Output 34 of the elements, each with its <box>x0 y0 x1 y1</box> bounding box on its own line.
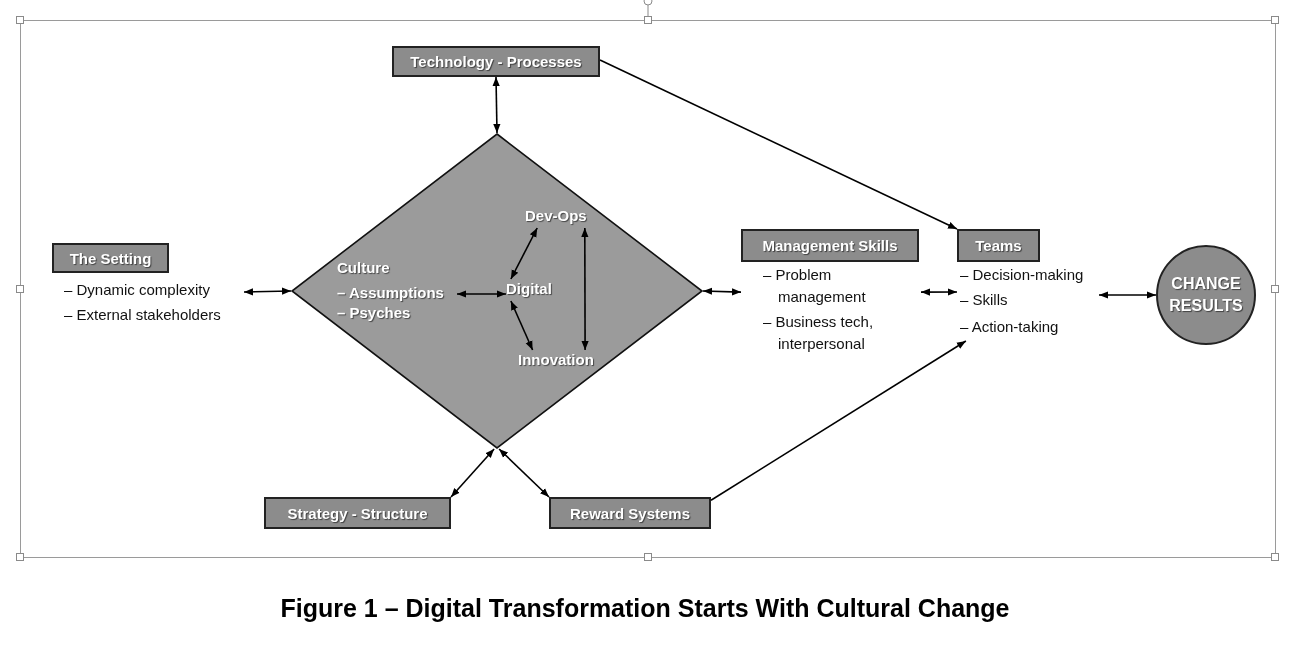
list-item: – Business tech, interpersonal <box>763 312 875 354</box>
double-arrow <box>498 448 550 498</box>
list-item: – External stakeholders <box>64 305 221 325</box>
double-arrow <box>1098 291 1157 299</box>
list-item: – Decision-making <box>960 265 1084 285</box>
figure-caption: Figure 1 – Digital Transformation Starts With Cultural Change <box>280 594 1010 623</box>
double-arrow <box>492 76 501 134</box>
double-arrow <box>450 448 495 498</box>
node-label: Innovation <box>518 350 604 372</box>
arrow <box>599 59 958 230</box>
list-item: – Psyches <box>337 303 411 323</box>
double-arrow <box>920 288 958 296</box>
list-item: – Skills <box>960 290 1008 310</box>
circle-node: CHANGE RESULTS <box>1156 245 1256 345</box>
list-item: – Assumptions <box>337 283 444 303</box>
double-arrow <box>581 227 589 351</box>
node-label: Digital <box>506 279 560 301</box>
heading-box: Management Skills <box>741 229 919 262</box>
list-item: – Problem management <box>763 265 867 307</box>
heading-box: Teams <box>957 229 1040 262</box>
node-label: Dev-Ops <box>525 206 593 228</box>
double-arrow <box>510 227 538 280</box>
double-arrow <box>510 300 534 351</box>
label-box: Strategy - Structure <box>264 497 451 529</box>
list-item: – Dynamic complexity <box>64 280 210 300</box>
list-item: – Action-taking <box>960 317 1059 337</box>
arrow <box>710 340 967 501</box>
heading-text: Culture <box>337 258 390 278</box>
heading-box: The Setting <box>52 243 169 273</box>
label-box: Technology - Processes <box>392 46 600 77</box>
double-arrow <box>702 287 742 296</box>
label-box: Reward Systems <box>549 497 711 529</box>
double-arrow <box>243 287 292 296</box>
double-arrow <box>456 290 507 298</box>
